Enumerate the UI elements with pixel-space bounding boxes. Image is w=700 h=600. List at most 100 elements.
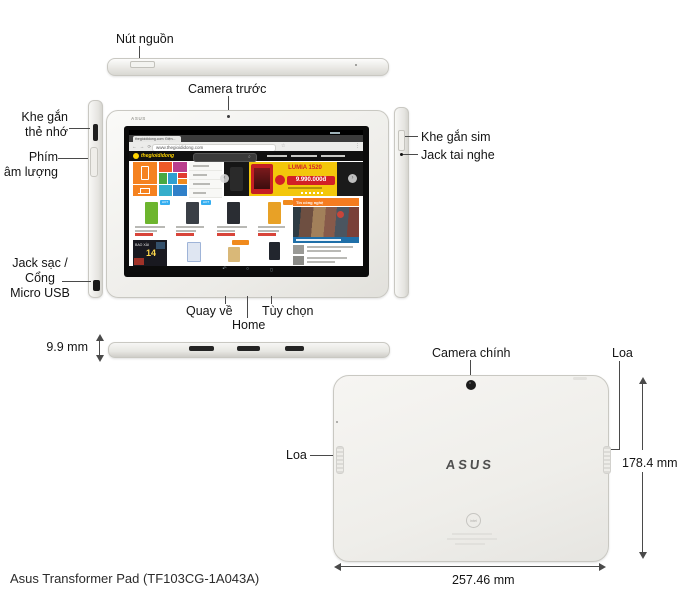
thickness-label: 9.9 mm — [46, 340, 88, 354]
front-bezel-brand: ASUS — [131, 116, 146, 121]
rear-brand-logo: ASUS — [445, 457, 495, 472]
dark-phone — [230, 167, 243, 191]
front-camera-label: Camera trước — [188, 82, 267, 96]
browser-tab: thegioididong.com: Điện... — [133, 136, 181, 142]
product-thumb — [228, 247, 240, 262]
lumia-banner: LUMIA 1520 9.990.000đ — [249, 162, 337, 196]
promo-text-2: 14 — [146, 248, 157, 258]
width-arrow-line — [341, 566, 599, 567]
tile — [159, 162, 172, 172]
leader-line-sim — [405, 136, 418, 137]
header-link — [291, 154, 317, 157]
product-thumb — [269, 242, 280, 260]
banner-subtext — [288, 187, 322, 189]
leader-line-speaker-right-h — [607, 449, 620, 450]
width-arrow-left — [334, 563, 341, 571]
intel-logo: intel — [466, 513, 481, 528]
price-text — [258, 233, 276, 236]
speaker-left-grille — [336, 446, 344, 474]
power-button-label: Nút nguồn — [116, 32, 174, 46]
status-icons — [330, 131, 340, 134]
leader-line-home — [247, 296, 248, 318]
product-thumb — [187, 242, 201, 262]
laptop-base — [138, 193, 150, 194]
rear-camera-icon — [466, 380, 476, 390]
tile — [159, 173, 167, 184]
product-card: HOT — [174, 200, 212, 237]
search-icon: ⌕ — [248, 153, 251, 160]
menu-item — [189, 162, 222, 171]
photo-detail — [337, 211, 344, 218]
tile — [173, 162, 187, 172]
carousel-left-arrow: ‹ — [220, 174, 229, 183]
product-thumb — [268, 202, 281, 224]
sim-slot-label: Khe gắn sim — [421, 130, 491, 144]
hot-badge: HOT — [160, 200, 170, 205]
tile — [178, 173, 187, 178]
regulatory-text — [455, 543, 485, 545]
headphone-jack-icon — [400, 153, 403, 156]
bookmark-star-icon: ☆ — [281, 143, 286, 149]
tile — [178, 179, 187, 184]
charge-label-line2: Cổng — [25, 270, 55, 285]
tile — [133, 162, 157, 184]
price-badge-icon — [275, 175, 285, 185]
regulatory-text — [447, 538, 497, 540]
menu-dots-icon: ⋮ — [355, 143, 360, 149]
menu-item — [189, 180, 222, 189]
news-header-text: Tin công nghệ — [296, 199, 324, 205]
product-card — [215, 200, 253, 237]
tablet-rear-view — [333, 375, 609, 562]
site-header: thegioididong ⌕ — [129, 151, 363, 162]
tab-title: thegioididong.com: Điện... — [135, 137, 176, 141]
options-button-label: Tùy chọn — [262, 304, 314, 318]
volume-label-line2: âm lượng — [3, 164, 58, 179]
tile — [159, 185, 172, 196]
product-card: HOT — [133, 200, 171, 237]
site-logo-icon — [133, 153, 139, 159]
leader-line-memory — [69, 128, 90, 129]
memory-slot-label-line1: Khe gắn — [21, 110, 68, 124]
status-bar — [129, 130, 363, 135]
price-text — [176, 233, 194, 236]
height-arrow-line-top — [642, 383, 643, 450]
menu-item — [189, 189, 222, 198]
red-phone-screen — [254, 168, 270, 189]
volume-label-line1: Phím — [28, 150, 58, 164]
leader-line-speaker-right-v — [619, 361, 620, 449]
power-button — [130, 61, 155, 68]
carousel-dots — [301, 192, 323, 194]
headphone-jack-label: Jack tai nghe — [421, 148, 495, 162]
product-thumb — [145, 202, 158, 224]
android-nav-bar: ↶ ○ ▯ — [129, 266, 363, 272]
regulatory-text — [452, 533, 492, 535]
volume-label: Phím âm lượng — [0, 150, 58, 180]
speaker-right-grille — [603, 446, 611, 474]
speaker-right-label: Loa — [612, 346, 633, 360]
leader-line-volume — [58, 158, 88, 159]
banner-title: LUMIA 1520 — [288, 165, 322, 171]
tablet-side-view — [108, 342, 390, 358]
mic-hole-icon — [355, 64, 357, 66]
leader-line-back — [225, 296, 226, 304]
banner-price: 9.990.000đ — [287, 176, 335, 185]
height-arrow-line-bottom — [642, 472, 643, 552]
volume-rocker — [90, 147, 98, 177]
screen-content: thegioididong.com: Điện... ← → ⟳ www.the… — [129, 130, 363, 272]
rear-mic-icon — [336, 421, 338, 423]
promo-collage: BAO XÀI 14 — [133, 240, 167, 266]
phone-icon — [141, 166, 149, 180]
tile — [133, 185, 157, 196]
collage-bit — [134, 258, 144, 265]
leader-line-front-camera — [228, 96, 229, 114]
menu-item — [189, 171, 222, 180]
header-link — [321, 154, 345, 157]
dock-slot — [237, 346, 260, 351]
back-nav-icon: ↶ — [222, 265, 227, 272]
caption-text — [296, 239, 341, 241]
site-search-box: ⌕ — [193, 152, 257, 162]
tile — [168, 173, 177, 184]
leader-line-rear-camera — [470, 360, 471, 377]
header-link — [267, 154, 287, 157]
width-dimension-label: 257.46 mm — [452, 573, 515, 587]
